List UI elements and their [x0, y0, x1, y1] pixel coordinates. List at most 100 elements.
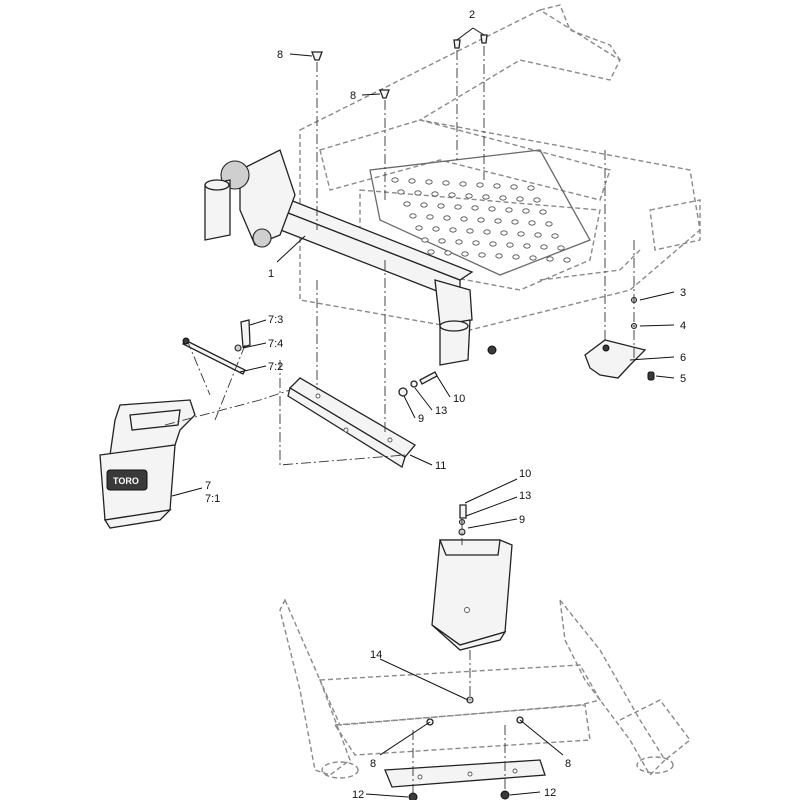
perforation-hole: [528, 220, 536, 226]
lower-weight-bracket: [431, 504, 513, 651]
perforation-hole: [563, 257, 571, 263]
perforation-hole: [443, 215, 451, 221]
perforation-hole: [505, 207, 513, 213]
perforation-hole: [529, 255, 537, 261]
hardware-pins-upper: [311, 34, 488, 99]
mower-frame-lower: [279, 597, 691, 779]
callout-leaders: [171, 27, 675, 798]
perforation-hole: [414, 190, 422, 196]
perforation-hole: [409, 213, 417, 219]
callout-7-1: 7:1: [205, 493, 220, 505]
callout-1: 1: [268, 268, 274, 280]
floor-plate: [369, 149, 591, 276]
perforation-hole: [483, 229, 491, 235]
perforation-hole: [489, 241, 497, 247]
perforation-hole: [426, 214, 434, 220]
perforation-hole: [512, 254, 520, 260]
perforation-hole: [506, 242, 514, 248]
mower-frame-upper: [299, 4, 701, 331]
callout-3: 3: [680, 287, 686, 299]
perforation-hole: [523, 243, 531, 249]
perforation-hole: [449, 227, 457, 233]
perforation-hole: [494, 218, 502, 224]
perforation-hole: [420, 202, 428, 208]
callout-4: 4: [680, 320, 686, 332]
assembly-axis-lines: [164, 46, 635, 795]
callout-labels: 2 8 8 1 3 4 6 5 7:3 7:4 7:2 10 13 9 11 7…: [205, 9, 686, 800]
callout-8-lower-left: 8: [370, 758, 376, 770]
perforation-hole: [517, 231, 525, 237]
perforation-hole: [534, 232, 542, 238]
callout-8-lower-right: 8: [565, 758, 571, 770]
perforation-hole: [510, 184, 518, 190]
perforation-hole: [557, 245, 565, 251]
perforation-hole: [431, 191, 439, 197]
perforation-hole: [442, 180, 450, 186]
perforation-hole: [466, 228, 474, 234]
perforation-hole: [495, 253, 503, 259]
part-11-mounting-plate: [287, 377, 416, 469]
perforation-hole: [397, 189, 405, 195]
perforation-hole: [403, 201, 411, 207]
callout-13-upper: 13: [435, 405, 447, 417]
perforation-hole: [425, 179, 433, 185]
weight-logo-text: TORO: [113, 476, 139, 486]
perforation-hole: [432, 226, 440, 232]
callout-6: 6: [680, 352, 686, 364]
perforation-hole: [488, 206, 496, 212]
perforation-hole: [437, 203, 445, 209]
callout-7-3: 7:3: [268, 314, 283, 326]
perforation-hole: [460, 216, 468, 222]
callout-9-upper: 9: [418, 413, 424, 425]
floor-plate-holes: [391, 177, 571, 263]
perforation-hole: [527, 185, 535, 191]
callout-7-4: 7:4: [268, 338, 283, 350]
perforation-hole: [455, 239, 463, 245]
perforation-hole: [522, 208, 530, 214]
perforation-hole: [540, 244, 548, 250]
perforation-hole: [408, 178, 416, 184]
callout-12-right: 12: [544, 787, 556, 799]
callout-11: 11: [435, 460, 446, 472]
part-1-front-weight-bar: [204, 149, 497, 366]
perforation-hole: [471, 205, 479, 211]
callout-5: 5: [680, 373, 686, 385]
perforation-hole: [391, 177, 399, 183]
part-7-front-weight: TORO: [99, 319, 251, 529]
perforation-hole: [421, 237, 429, 243]
perforation-hole: [551, 233, 559, 239]
callout-13-lower: 13: [519, 490, 531, 502]
perforation-hole: [438, 238, 446, 244]
perforation-hole: [427, 249, 435, 255]
perforation-hole: [482, 194, 490, 200]
perforation-hole: [546, 256, 554, 262]
callout-14: 14: [370, 649, 382, 661]
perforation-hole: [533, 197, 541, 203]
perforation-hole: [545, 221, 553, 227]
callout-12-left: 12: [352, 789, 364, 800]
callout-7-2: 7:2: [268, 361, 283, 373]
callout-10-upper: 10: [453, 393, 465, 405]
callout-9-lower: 9: [519, 514, 525, 526]
callout-8-floor: 8: [350, 90, 356, 102]
callout-7: 7: [205, 480, 211, 492]
perforation-hole: [454, 204, 462, 210]
perforation-hole: [539, 209, 547, 215]
perforation-hole: [511, 219, 519, 225]
perforation-hole: [500, 230, 508, 236]
perforation-hole: [516, 196, 524, 202]
perforation-hole: [493, 183, 501, 189]
callout-2: 2: [469, 9, 475, 21]
perforation-hole: [465, 193, 473, 199]
perforation-hole: [415, 225, 423, 231]
part-6-side-plate: [584, 296, 655, 381]
perforation-hole: [448, 192, 456, 198]
perforation-hole: [444, 250, 452, 256]
perforation-hole: [476, 182, 484, 188]
perforation-hole: [459, 181, 467, 187]
callout-8-top: 8: [277, 49, 283, 61]
perforation-hole: [461, 251, 469, 257]
perforation-hole: [477, 217, 485, 223]
